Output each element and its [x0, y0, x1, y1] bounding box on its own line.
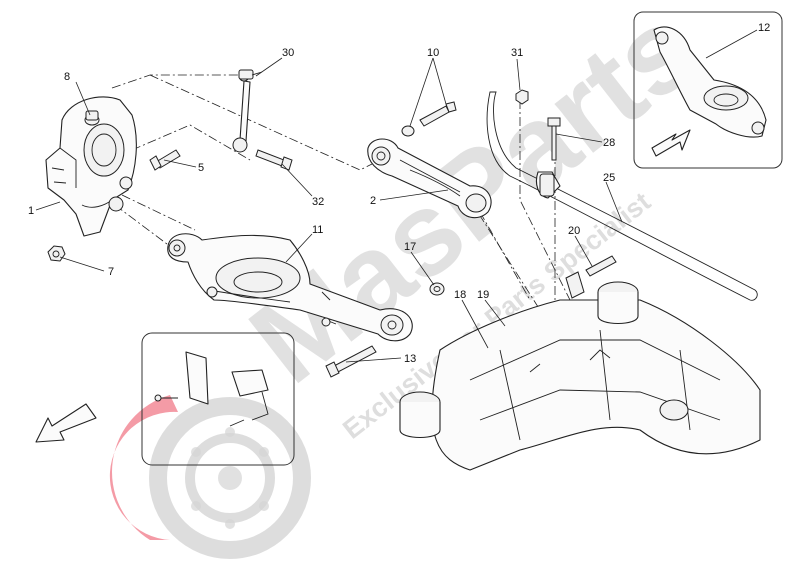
leader-lines [35, 29, 758, 363]
nut-7 [47, 245, 66, 262]
callout-18: 18 [454, 289, 466, 301]
callouts: 1 2 5 7 8 10 11 12 13 17 18 19 20 25 28 … [28, 22, 770, 365]
callout-32: 32 [312, 196, 324, 208]
clip-20 [565, 255, 617, 299]
callout-1: 1 [28, 205, 34, 217]
stabilizer-bar [486, 91, 758, 301]
inset-rear-knuckle [633, 11, 783, 169]
inset-sensor [141, 332, 295, 466]
hub-carrier [45, 96, 137, 237]
callout-31: 31 [511, 47, 523, 59]
callout-17: 17 [404, 241, 416, 253]
rear-subframe [399, 281, 761, 471]
direction-arrow-inset-icon [651, 129, 691, 157]
callout-25: 25 [603, 172, 615, 184]
bolt-28 [547, 117, 561, 161]
bolt-10 [401, 101, 457, 137]
bolt-8 [84, 110, 100, 126]
callout-10: 10 [427, 47, 439, 59]
callout-19: 19 [477, 289, 489, 301]
callout-30: 30 [282, 47, 294, 59]
bushing-17 [429, 282, 445, 296]
callout-11: 11 [312, 224, 323, 236]
bolt-5 [149, 149, 181, 171]
direction-arrow-icon [35, 403, 97, 443]
callout-7: 7 [108, 266, 114, 278]
callout-2: 2 [370, 195, 376, 207]
brake-disc-logo [109, 395, 311, 559]
bolt-32 [255, 149, 293, 171]
link-rod [232, 69, 263, 153]
callout-8: 8 [64, 71, 70, 83]
nut-31 [515, 89, 529, 105]
callout-12: 12 [758, 22, 770, 34]
callout-5: 5 [198, 162, 204, 174]
callout-28: 28 [603, 137, 615, 149]
bolt-13 [325, 345, 377, 378]
callout-13: 13 [404, 353, 416, 365]
lower-arm [167, 233, 413, 342]
upper-arm [367, 138, 492, 219]
callout-20: 20 [568, 225, 580, 237]
